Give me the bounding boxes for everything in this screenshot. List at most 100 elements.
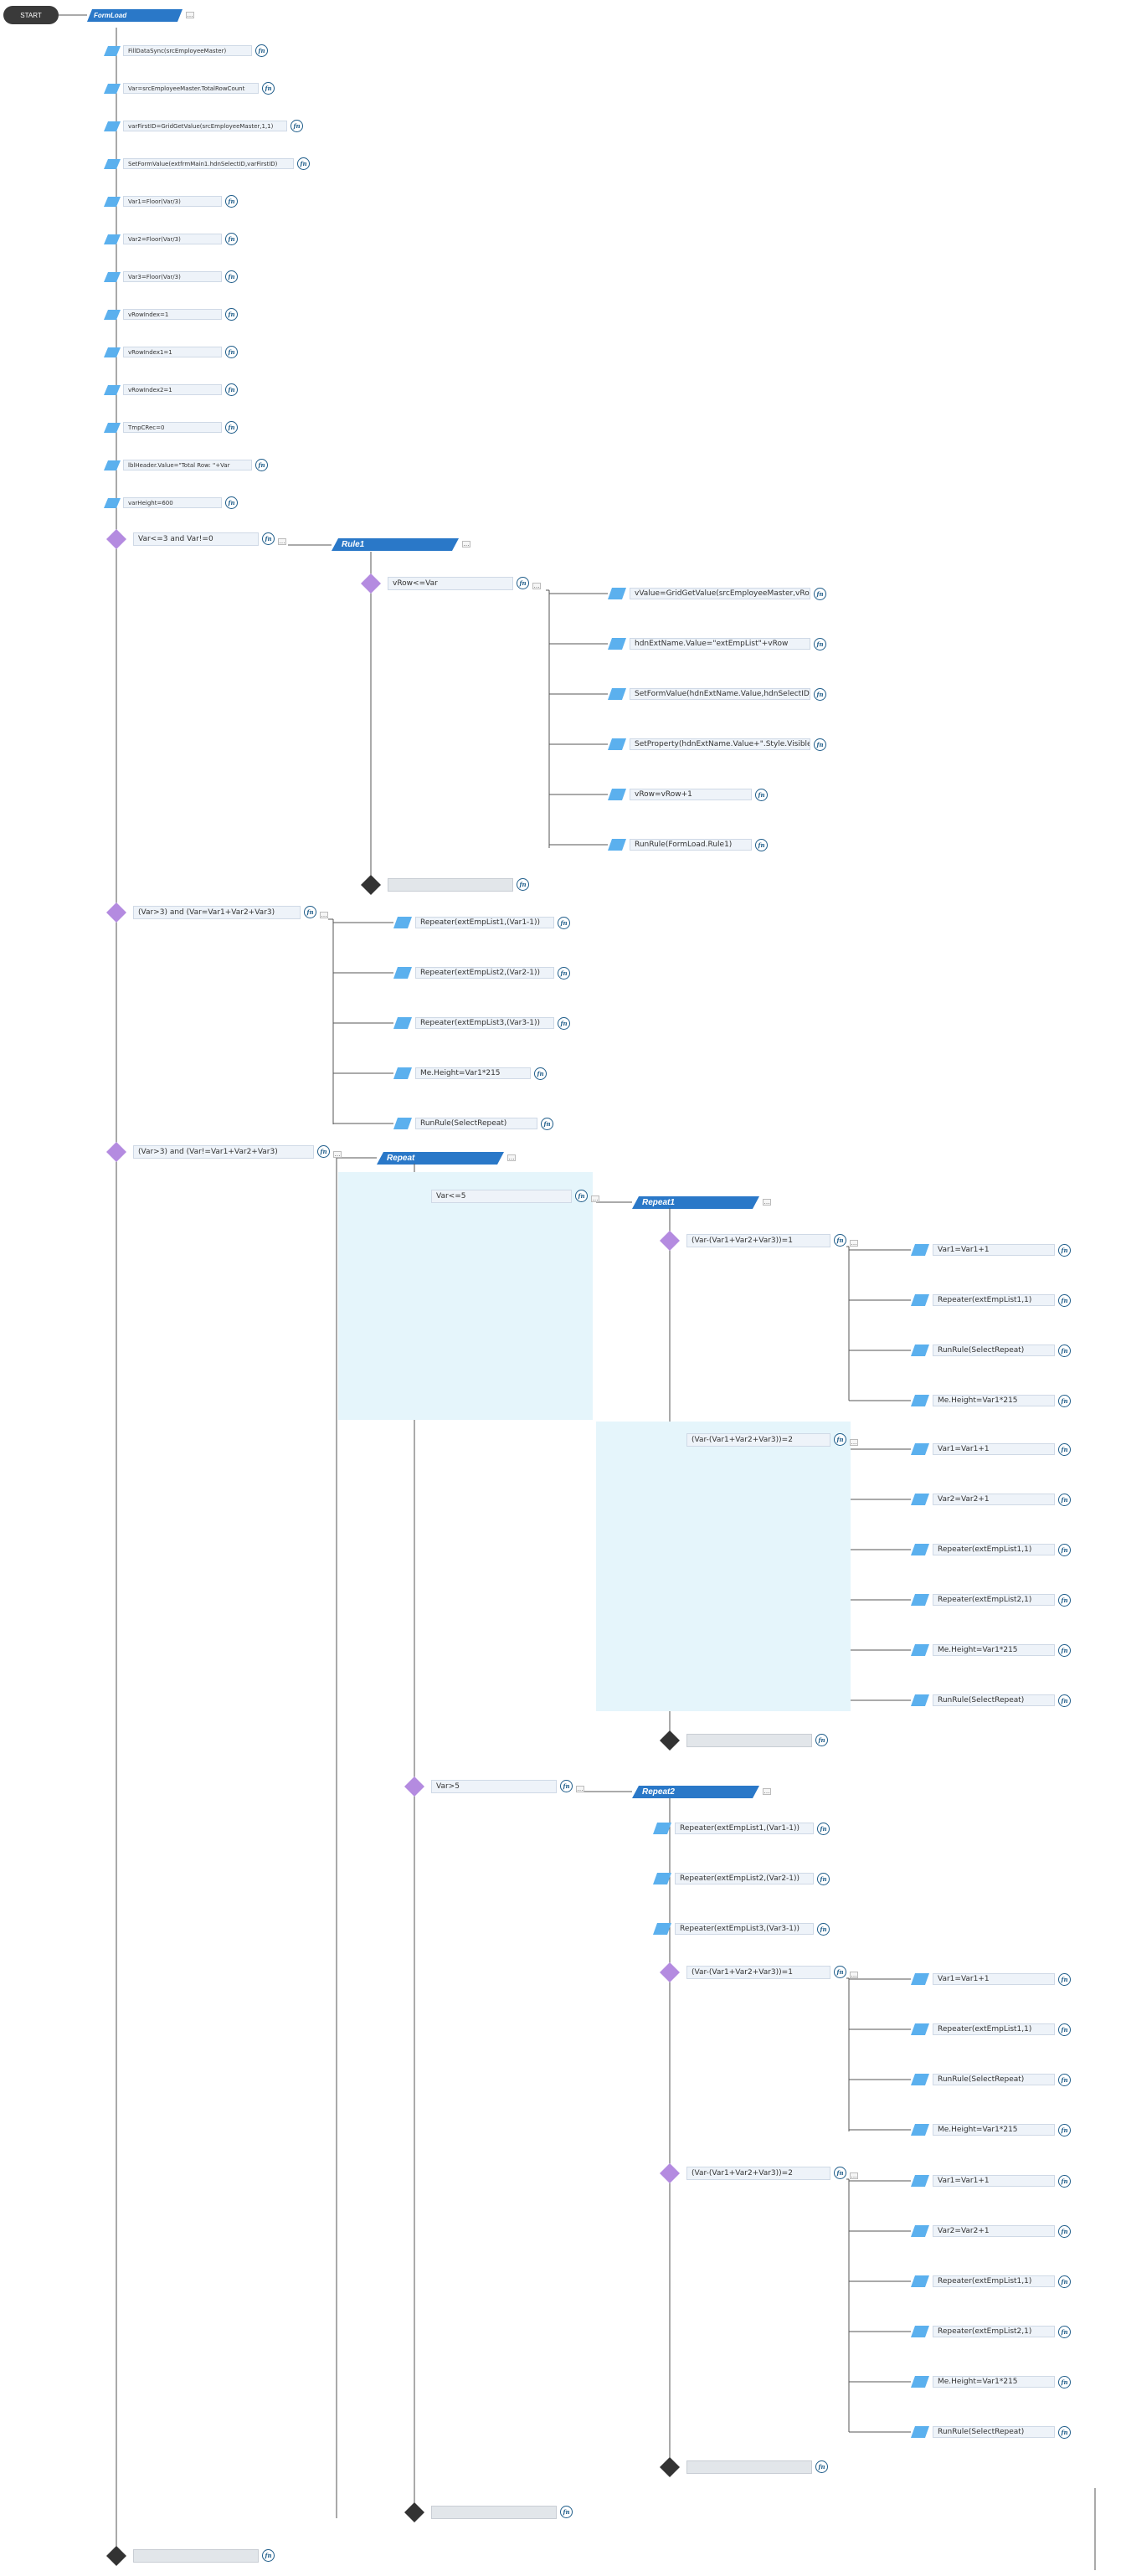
fn-icon[interactable]: fn — [815, 2460, 828, 2473]
more-options-button[interactable]: … — [850, 2172, 858, 2179]
more-options-button[interactable]: … — [278, 538, 286, 545]
fn-icon[interactable]: fn — [814, 638, 826, 650]
fn-icon[interactable]: fn — [225, 496, 238, 509]
fn-icon[interactable]: fn — [304, 906, 316, 918]
empty-action-slot[interactable] — [686, 2460, 812, 2474]
fn-icon[interactable]: fn — [755, 839, 768, 851]
step-label: (Var>3) and (Var!=Var1+Var2+Var3) — [133, 1145, 314, 1159]
fn-icon[interactable]: fn — [834, 2167, 846, 2179]
step-label: Var=srcEmployeeMaster.TotalRowCount — [123, 83, 259, 94]
fn-icon[interactable]: fn — [814, 688, 826, 701]
rule-title: Repeat1 — [642, 1198, 675, 1207]
fn-icon[interactable]: fn — [834, 1433, 846, 1446]
fn-icon[interactable]: fn — [225, 383, 238, 396]
fn-icon[interactable]: fn — [834, 1966, 846, 1978]
more-options-button[interactable]: … — [850, 1439, 858, 1446]
fn-icon[interactable]: fn — [1058, 1494, 1071, 1506]
fn-icon[interactable]: fn — [1058, 1395, 1071, 1407]
fn-icon[interactable]: fn — [1058, 1594, 1071, 1607]
fn-icon[interactable]: fn — [1058, 2426, 1071, 2439]
step-label: Repeater(extEmpList1,1) — [933, 1544, 1055, 1555]
fn-icon[interactable]: fn — [1058, 1345, 1071, 1357]
more-options-button[interactable]: … — [333, 1151, 342, 1158]
fn-icon[interactable]: fn — [815, 1734, 828, 1746]
fn-icon[interactable]: fn — [558, 917, 570, 929]
empty-action-slot[interactable] — [431, 2506, 557, 2519]
fn-icon[interactable]: fn — [1058, 2124, 1071, 2136]
fn-icon[interactable]: fn — [1058, 1544, 1071, 1556]
step-shape — [911, 1644, 929, 1656]
fn-icon[interactable]: fn — [817, 1923, 830, 1936]
fn-icon[interactable]: fn — [560, 2506, 573, 2518]
fn-icon[interactable]: fn — [1058, 1443, 1071, 1456]
step-label: Me.Height=Var1*215 — [933, 1644, 1055, 1656]
more-options-button[interactable]: … — [462, 541, 470, 548]
step-shape — [911, 1345, 929, 1356]
fn-icon[interactable]: fn — [517, 878, 529, 891]
fn-icon[interactable]: fn — [814, 588, 826, 600]
step-shape — [911, 2023, 929, 2035]
fn-icon[interactable]: fn — [558, 1017, 570, 1030]
fn-icon[interactable]: fn — [225, 270, 238, 283]
condition-diamond — [404, 1776, 424, 1797]
fn-icon[interactable]: fn — [517, 577, 529, 589]
more-options-button[interactable]: … — [186, 12, 194, 18]
more-options-button[interactable]: … — [320, 912, 328, 918]
empty-action-slot[interactable] — [686, 1734, 812, 1747]
fn-icon[interactable]: fn — [1058, 2275, 1071, 2288]
step-shape — [911, 1244, 929, 1256]
step-shape — [911, 2426, 929, 2438]
more-options-button[interactable]: … — [763, 1788, 771, 1795]
fn-icon[interactable]: fn — [225, 195, 238, 208]
fn-icon[interactable]: fn — [290, 120, 303, 132]
fn-icon[interactable]: fn — [817, 1823, 830, 1835]
more-options-button[interactable]: … — [576, 1786, 584, 1792]
fn-icon[interactable]: fn — [817, 1873, 830, 1885]
fn-icon[interactable]: fn — [297, 157, 310, 170]
empty-action-slot[interactable] — [133, 2549, 259, 2563]
step-label: Repeater(extEmpList1,(Var1-1)) — [415, 917, 554, 928]
fn-icon[interactable]: fn — [1058, 2225, 1071, 2238]
fn-icon[interactable]: fn — [255, 459, 268, 471]
fn-icon[interactable]: fn — [560, 1780, 573, 1792]
fn-icon[interactable]: fn — [534, 1067, 547, 1080]
step-label: Var1=Var1+1 — [933, 1244, 1055, 1256]
fn-icon[interactable]: fn — [575, 1190, 588, 1202]
more-options-button[interactable]: … — [532, 583, 541, 589]
more-options-button[interactable]: … — [763, 1199, 771, 1206]
step-label: Repeater(extEmpList2,1) — [933, 1594, 1055, 1606]
fn-icon[interactable]: fn — [834, 1234, 846, 1247]
fn-icon[interactable]: fn — [262, 2549, 275, 2562]
more-options-button[interactable]: … — [850, 1972, 858, 1978]
fn-icon[interactable]: fn — [1058, 1244, 1071, 1257]
fn-icon[interactable]: fn — [1058, 2023, 1071, 2036]
fn-icon[interactable]: fn — [225, 308, 238, 321]
step-shape — [104, 159, 121, 169]
fn-icon[interactable]: fn — [317, 1145, 330, 1158]
step-label: varFirstID=GridGetValue(srcEmployeeMaste… — [123, 121, 287, 131]
fn-icon[interactable]: fn — [1058, 1294, 1071, 1307]
fn-icon[interactable]: fn — [1058, 2326, 1071, 2338]
fn-icon[interactable]: fn — [1058, 2175, 1071, 2188]
more-options-button[interactable]: … — [507, 1154, 516, 1161]
fn-icon[interactable]: fn — [1058, 1694, 1071, 1707]
fn-icon[interactable]: fn — [1058, 1973, 1071, 1986]
fn-icon[interactable]: fn — [755, 789, 768, 801]
fn-icon[interactable]: fn — [225, 346, 238, 358]
fn-icon[interactable]: fn — [255, 44, 268, 57]
fn-icon[interactable]: fn — [262, 82, 275, 95]
fn-icon[interactable]: fn — [541, 1118, 553, 1130]
fn-icon[interactable]: fn — [225, 233, 238, 245]
step-shape — [104, 46, 121, 56]
fn-icon[interactable]: fn — [1058, 2376, 1071, 2388]
empty-action-slot[interactable] — [388, 878, 513, 892]
more-options-button[interactable]: … — [591, 1195, 599, 1202]
fn-icon[interactable]: fn — [1058, 1644, 1071, 1657]
fn-icon[interactable]: fn — [225, 421, 238, 434]
fn-icon[interactable]: fn — [558, 967, 570, 979]
step-label: (Var-(Var1+Var2+Var3))=2 — [686, 2167, 830, 2180]
fn-icon[interactable]: fn — [262, 532, 275, 545]
more-options-button[interactable]: … — [850, 1240, 858, 1247]
fn-icon[interactable]: fn — [1058, 2074, 1071, 2086]
fn-icon[interactable]: fn — [814, 738, 826, 751]
